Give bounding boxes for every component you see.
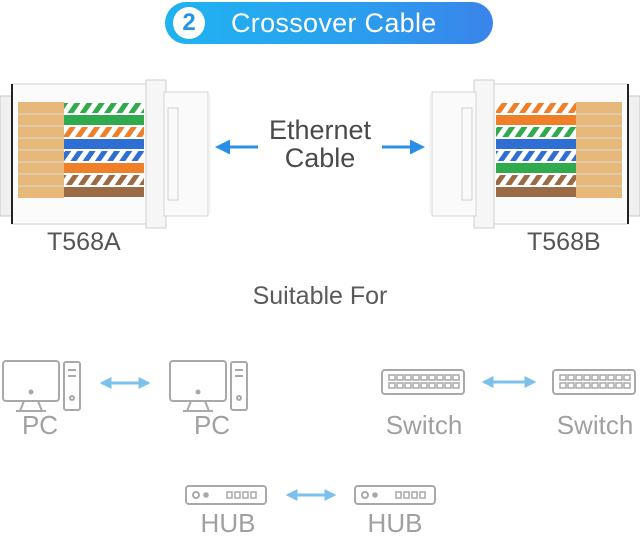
ethernet-label-line2: Cable bbox=[284, 143, 356, 173]
title-banner: 2 Crossover Cable bbox=[165, 2, 493, 44]
ethernet-label-line1: Ethernet bbox=[268, 115, 372, 145]
hub-left-label: HUB bbox=[200, 508, 256, 538]
hub-icon bbox=[354, 485, 436, 505]
right-standard-label: T568B bbox=[527, 228, 601, 256]
step-number-badge: 2 bbox=[173, 7, 205, 39]
left-standard-label: T568A bbox=[47, 228, 121, 256]
pc-right-label: PC bbox=[193, 410, 231, 440]
switch-icon bbox=[552, 369, 636, 395]
hub-icon bbox=[185, 485, 267, 505]
switch-right-label: Switch bbox=[556, 410, 634, 440]
pc-icon bbox=[2, 360, 81, 412]
wires-t568b bbox=[496, 103, 576, 197]
connector-t568b bbox=[429, 79, 640, 229]
suitable-for-heading: Suitable For bbox=[252, 282, 388, 310]
ethernet-cable-label: Ethernet Cable bbox=[250, 116, 390, 172]
switch-left-label: Switch bbox=[385, 410, 463, 440]
pc-left-label: PC bbox=[21, 410, 59, 440]
hub-right-label: HUB bbox=[367, 508, 423, 538]
switch-icon bbox=[381, 369, 465, 395]
pc-icon bbox=[169, 360, 248, 412]
wires-t568a bbox=[64, 103, 144, 197]
banner-title: Crossover Cable bbox=[231, 8, 437, 38]
connector-t568a bbox=[0, 79, 211, 229]
